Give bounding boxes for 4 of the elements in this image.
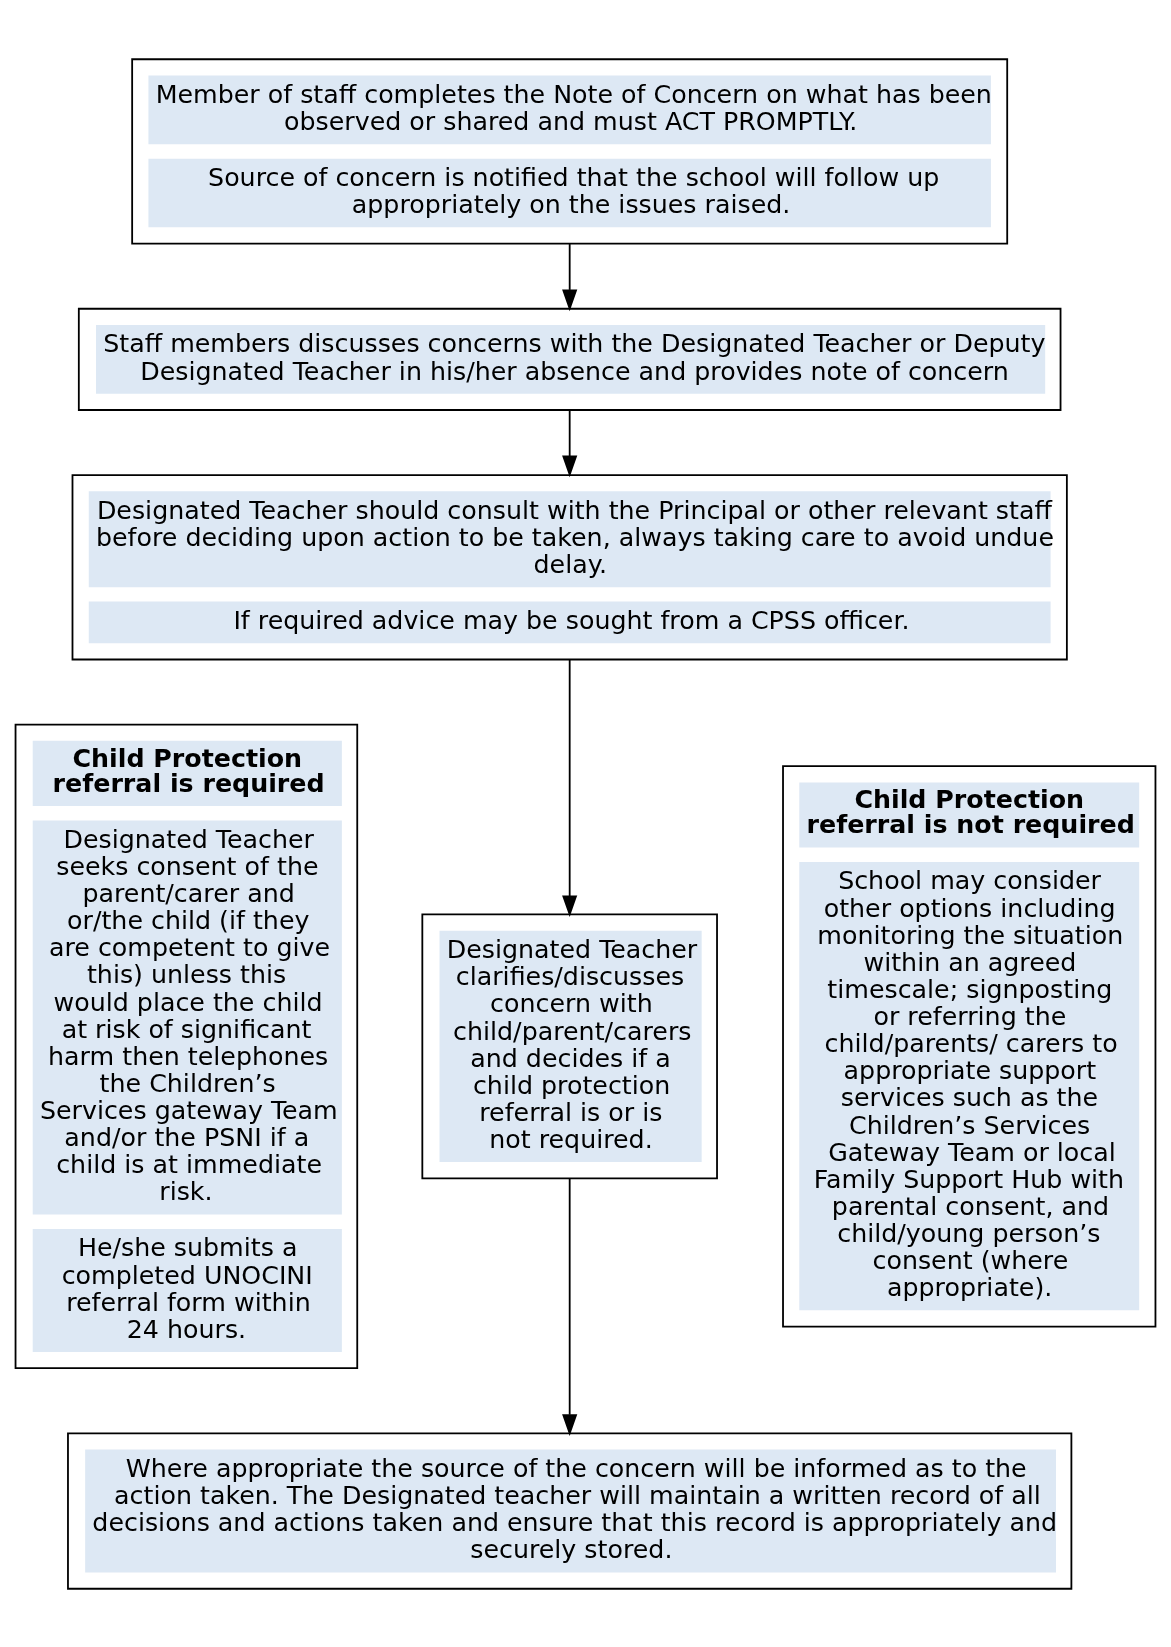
- arrow: [562, 242, 578, 311]
- arrow: [562, 658, 578, 917]
- arrow: [562, 408, 578, 477]
- arrow: [562, 1177, 578, 1436]
